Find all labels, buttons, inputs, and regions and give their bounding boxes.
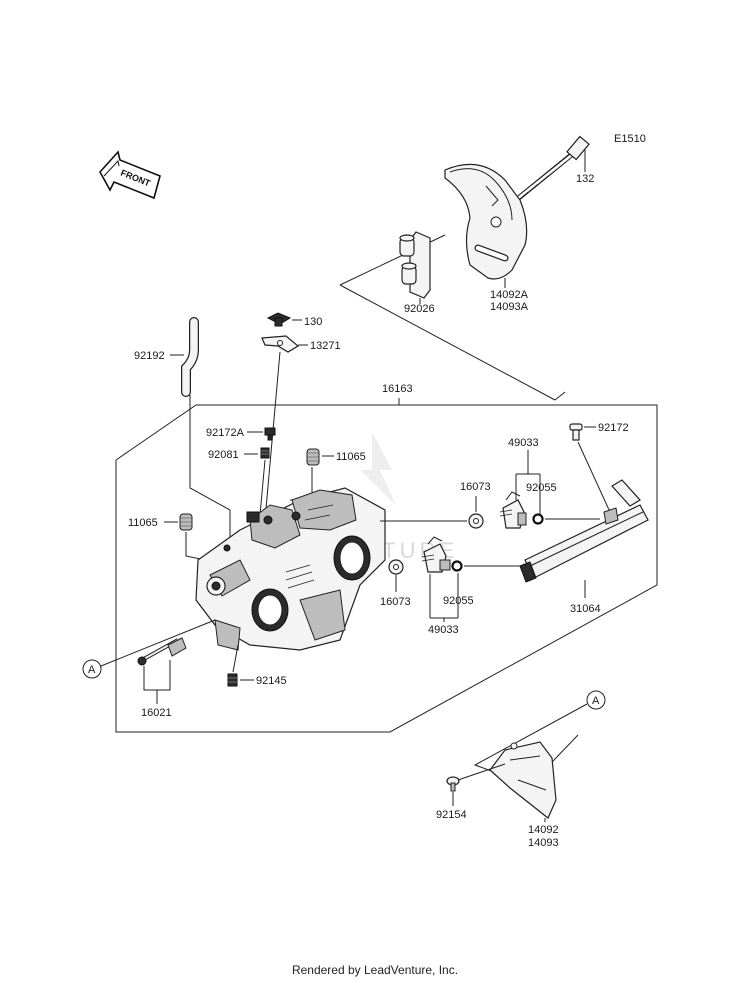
fuel-rail-31064 xyxy=(519,479,649,583)
heat-shield-14092a xyxy=(444,163,528,280)
callout-a-right: A xyxy=(586,690,606,710)
label-14092a: 14092A xyxy=(490,289,529,301)
label-14092: 14092 xyxy=(528,824,559,836)
label-16163: 16163 xyxy=(382,383,413,395)
oring-92055-lower xyxy=(451,560,463,572)
injector-49033-lower xyxy=(421,536,451,573)
label-92081: 92081 xyxy=(208,449,239,461)
frame-line xyxy=(115,404,399,461)
callout-a-left-label: A xyxy=(88,664,96,676)
leader-line xyxy=(189,395,231,545)
bracket-92026 xyxy=(399,231,431,299)
watermark-logo xyxy=(360,432,396,505)
label-92172a: 92172A xyxy=(206,427,245,439)
spring-92081 xyxy=(260,447,270,459)
cap-11065-top xyxy=(306,448,320,466)
footer-credit: Rendered by LeadVenture, Inc. xyxy=(291,963,459,977)
cap-11065-left xyxy=(179,513,193,531)
label-16073-upper: 16073 xyxy=(460,481,491,493)
label-132: 132 xyxy=(576,173,594,185)
throttle-body xyxy=(195,487,386,651)
spring-92145 xyxy=(227,673,238,687)
screw-92154 xyxy=(446,776,460,792)
label-92172: 92172 xyxy=(598,422,629,434)
label-11065-top: 11065 xyxy=(336,451,366,463)
label-16021: 16021 xyxy=(141,707,172,719)
screw-92172a xyxy=(264,427,276,441)
leader-line xyxy=(185,532,206,561)
diagram-code: E1510 xyxy=(614,133,646,145)
label-16073-lower: 16073 xyxy=(380,596,411,608)
leader-line xyxy=(143,660,171,691)
label-14093a: 14093A xyxy=(490,301,529,313)
label-92055-upper: 92055 xyxy=(526,482,557,494)
leader-line xyxy=(577,441,611,513)
oring-92055-upper xyxy=(532,513,544,525)
label-92145: 92145 xyxy=(256,675,287,687)
clamp-13271 xyxy=(261,335,300,353)
leader-line xyxy=(339,284,556,401)
label-92026: 92026 xyxy=(404,303,435,315)
label-130: 130 xyxy=(304,316,322,328)
front-arrow-icon: FRONT xyxy=(99,150,161,200)
bolt-130 xyxy=(266,312,292,327)
label-13271: 13271 xyxy=(310,340,341,352)
leader-line xyxy=(100,619,216,667)
label-11065-left: 11065 xyxy=(128,517,158,529)
label-14093: 14093 xyxy=(528,837,559,849)
label-92192: 92192 xyxy=(134,350,165,362)
leader-line xyxy=(232,644,239,673)
callout-a-right-label: A xyxy=(592,695,600,707)
screw-92172 xyxy=(569,423,583,441)
frame-line xyxy=(115,404,658,733)
label-49033-upper: 49033 xyxy=(508,437,539,449)
leader-line xyxy=(259,459,266,516)
label-31064: 31064 xyxy=(570,603,601,615)
leader-line xyxy=(457,763,506,781)
cover-14092 xyxy=(489,741,557,819)
bolt-132 xyxy=(508,135,590,207)
screw-16021 xyxy=(137,637,187,666)
hose-92192 xyxy=(181,317,199,397)
washer-16073-upper xyxy=(468,513,484,529)
washer-16073-lower xyxy=(388,559,404,575)
leader-line xyxy=(554,391,566,401)
callout-a-left: A xyxy=(82,659,102,679)
label-92055-lower: 92055 xyxy=(443,595,474,607)
label-49033-lower: 49033 xyxy=(428,624,459,636)
label-92154: 92154 xyxy=(436,809,467,821)
injector-49033-upper xyxy=(499,491,527,529)
